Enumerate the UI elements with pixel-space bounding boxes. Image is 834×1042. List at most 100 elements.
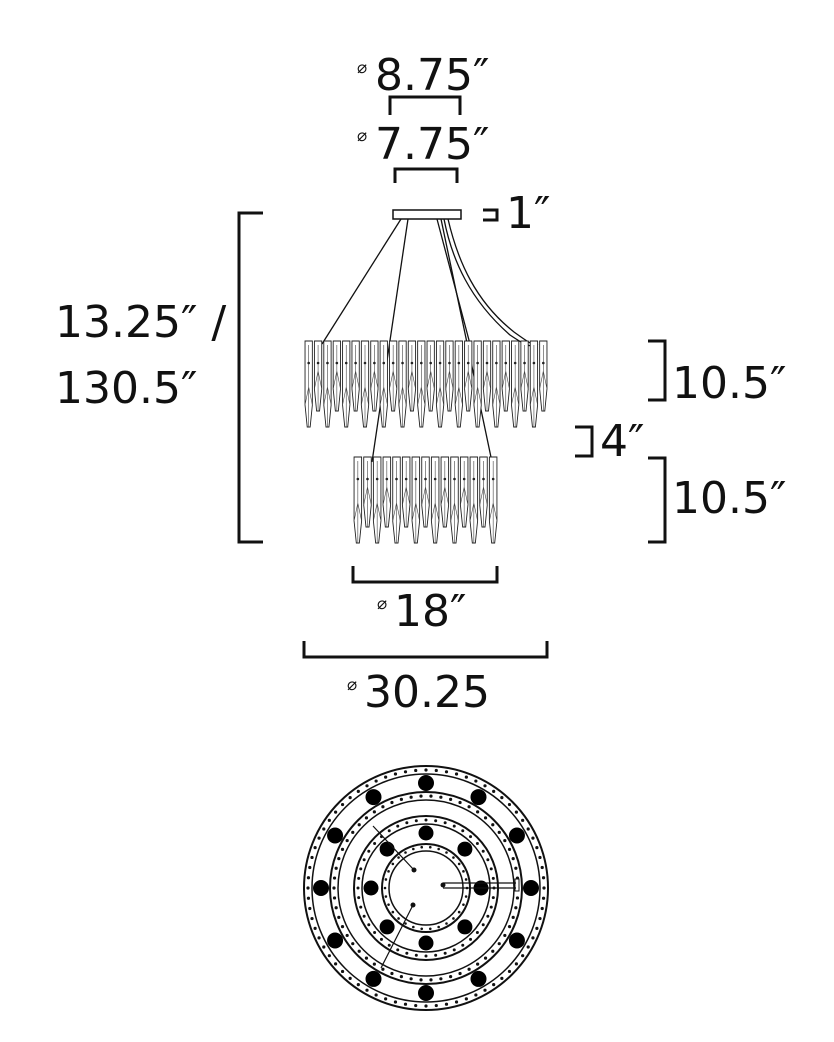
bulb-socket bbox=[470, 970, 487, 987]
crystal-dot bbox=[317, 936, 321, 940]
bulb-socket bbox=[418, 775, 434, 791]
crystal-dot bbox=[345, 933, 349, 938]
crystal-dot bbox=[373, 841, 377, 845]
crystal-dot bbox=[434, 953, 438, 957]
crystal-prism bbox=[479, 456, 488, 528]
crystal-dot bbox=[396, 824, 400, 828]
crystal-dot bbox=[381, 967, 385, 971]
crystal-dot bbox=[364, 816, 369, 820]
crystal-dot bbox=[412, 925, 415, 929]
tier-gap-value: 4″ bbox=[600, 416, 644, 467]
crystal-dot bbox=[365, 988, 369, 992]
crystal-dot bbox=[384, 997, 388, 1001]
crystal-dot bbox=[340, 925, 345, 929]
diameter-symbol: ⌀ bbox=[347, 675, 357, 695]
crystal-dot bbox=[538, 916, 542, 921]
crystal-dot bbox=[507, 969, 512, 974]
crystal-dot bbox=[397, 917, 400, 920]
crystal-dot bbox=[521, 818, 525, 822]
crystal-dot bbox=[404, 851, 407, 854]
crystal-dot bbox=[486, 914, 490, 918]
crystal-prism bbox=[435, 340, 445, 428]
crystal-dot bbox=[391, 910, 395, 914]
crystal-prism bbox=[401, 456, 411, 528]
crystal-prism bbox=[332, 340, 341, 412]
crystal-dot bbox=[399, 975, 403, 979]
crystal-prism bbox=[473, 340, 482, 428]
crystal-dot bbox=[365, 784, 369, 788]
suspension-cables bbox=[321, 218, 539, 463]
diameter-symbol: ⌀ bbox=[357, 126, 367, 146]
crystal-dot bbox=[340, 802, 345, 807]
crystal-dot bbox=[454, 772, 459, 776]
canopy-height-value: 1″ bbox=[506, 188, 550, 239]
crystal-dot bbox=[334, 810, 338, 814]
crystal-dot bbox=[541, 876, 546, 880]
crystal-dot bbox=[511, 857, 515, 861]
crystal-dot bbox=[387, 870, 390, 873]
crystal-dot bbox=[464, 775, 468, 779]
crystal-dot bbox=[476, 810, 480, 814]
lower-tier-crystals bbox=[353, 456, 498, 544]
crystal-dot bbox=[483, 988, 487, 992]
crystal-dot bbox=[444, 1002, 449, 1006]
overall-height-line2: 130.5″ bbox=[55, 363, 197, 414]
bulb-socket bbox=[418, 825, 434, 841]
crystal-dot bbox=[464, 895, 468, 898]
crystal-dot bbox=[420, 927, 424, 931]
upper-tier-height-value: 10.5″ bbox=[672, 358, 786, 409]
overall-height-bracket bbox=[237, 211, 263, 544]
crystal-dot bbox=[348, 796, 352, 800]
crystal-dot bbox=[457, 862, 461, 866]
crystal-dot bbox=[391, 862, 395, 866]
crystal-dot bbox=[359, 905, 363, 909]
crystal-dot bbox=[337, 915, 341, 919]
crystal-dot bbox=[384, 878, 388, 881]
crystal-dot bbox=[514, 962, 518, 966]
crystal-dot bbox=[322, 945, 326, 949]
plan-cables bbox=[372, 825, 516, 969]
crystal-prism bbox=[372, 456, 382, 544]
bulb-socket bbox=[365, 789, 382, 806]
crystal-dot bbox=[393, 1000, 398, 1004]
bulb-socket bbox=[418, 985, 434, 1001]
diameter-symbol: ⌀ bbox=[357, 58, 367, 78]
crystal-dot bbox=[340, 847, 345, 851]
bulb-socket bbox=[379, 841, 395, 857]
canopy-outer-diameter-value: 8.75″ bbox=[375, 50, 489, 101]
crystal-dot bbox=[507, 802, 512, 807]
bulb-socket bbox=[379, 919, 395, 935]
crystal-dot bbox=[507, 925, 512, 929]
bulb-socket bbox=[457, 841, 473, 857]
crystal-dot bbox=[491, 876, 495, 880]
crystal-dot bbox=[334, 962, 338, 966]
crystal-dot bbox=[317, 836, 321, 840]
crystal-dot bbox=[429, 978, 433, 982]
crystal-prism bbox=[454, 340, 463, 428]
crystal-dot bbox=[419, 978, 423, 982]
crystal-dot bbox=[443, 951, 447, 955]
bulb-socket bbox=[523, 880, 539, 896]
crystal-dot bbox=[414, 953, 418, 957]
crystal-dot bbox=[461, 943, 465, 947]
crystal-dot bbox=[313, 846, 317, 850]
upper-tier-height-bracket bbox=[648, 339, 667, 402]
crystal-dot bbox=[541, 896, 546, 900]
crystal-dot bbox=[390, 971, 394, 976]
crystal-dot bbox=[387, 903, 390, 906]
crystal-dot bbox=[306, 896, 311, 900]
crystal-dot bbox=[308, 865, 312, 870]
crystal-dot bbox=[356, 886, 360, 890]
crystal-prism bbox=[539, 340, 548, 412]
crystal-dot bbox=[340, 969, 345, 974]
crystal-prism bbox=[304, 340, 313, 428]
canopy-height-bracket bbox=[483, 208, 499, 222]
crystal-prism bbox=[520, 340, 529, 412]
crystal-dot bbox=[540, 865, 544, 870]
crystal-prism bbox=[389, 340, 398, 412]
crystal-dot bbox=[514, 906, 518, 910]
crystal-dot bbox=[429, 794, 433, 798]
crystal-dot bbox=[310, 855, 314, 860]
canopy-outer-diameter-label: ⌀ 8.75″ bbox=[357, 50, 489, 101]
crystal-dot bbox=[404, 922, 407, 925]
